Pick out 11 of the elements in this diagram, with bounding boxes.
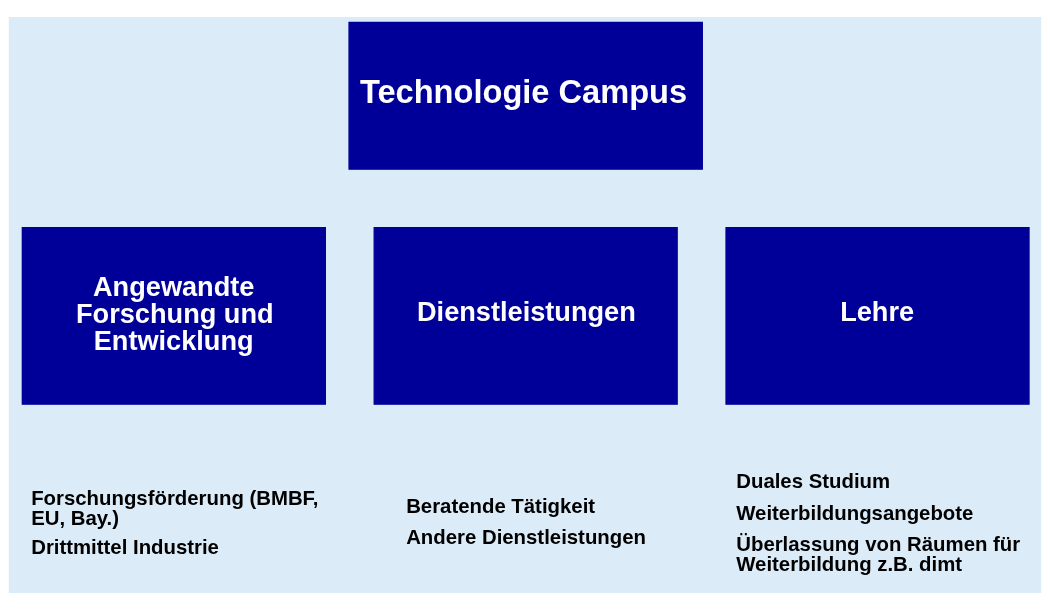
node-label: Überlassung von Räumen für Weiterbildung z.B. dimt: [736, 532, 1021, 576]
node-box: Lehre: [725, 226, 1030, 405]
node-label: Weiterbildungsangebote: [736, 501, 974, 524]
node-box: Technologie Campus: [348, 21, 703, 170]
node-label: Duales Studium: [736, 470, 891, 493]
node-box: Dienstleistungen: [373, 226, 678, 405]
node-label: Forschungsförderung (BMBF, EU, Bay.): [31, 486, 319, 530]
node-box: Angewandte Forschung und Entwicklung: [21, 226, 326, 405]
node-label: Andere Dienstleistungen: [406, 526, 646, 549]
node-label: Beratende Tätigkeit: [406, 494, 596, 517]
node-label: Drittmittel Industrie: [31, 535, 219, 558]
